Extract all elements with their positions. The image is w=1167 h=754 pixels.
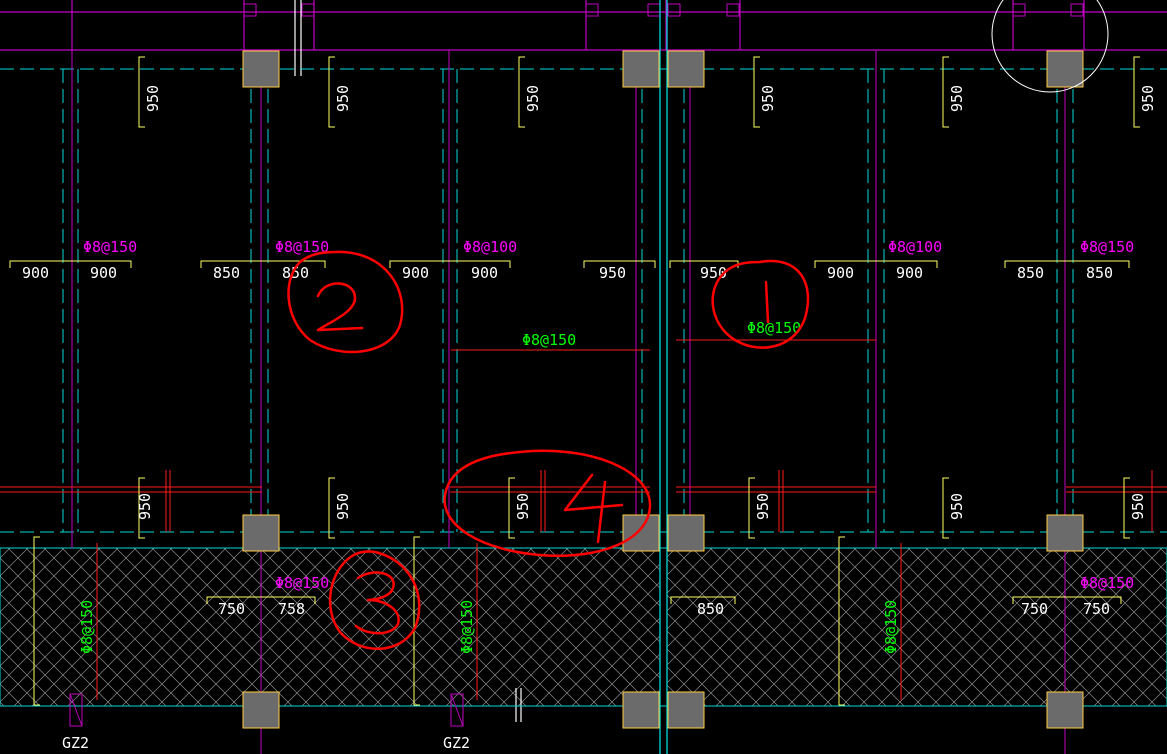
dim-text: 900: [90, 264, 117, 282]
markup-number-2: [316, 282, 364, 332]
dim-text: 950: [948, 85, 966, 112]
dim-text: 900: [471, 264, 498, 282]
column: [667, 514, 705, 552]
slab-rebar-label: Φ8@150: [522, 331, 576, 349]
dim-text: 900: [827, 264, 854, 282]
markup-number-2-text: 2: [0, 0, 1, 1]
center-joint-lines: [659, 0, 668, 754]
dim-text: 850: [282, 264, 309, 282]
column: [1046, 691, 1084, 729]
column-tag: GZ2: [62, 734, 89, 752]
column: [667, 50, 705, 88]
column: [667, 691, 705, 729]
constructional-column-gz2[interactable]: [69, 693, 464, 727]
rebar-label: Φ8@100: [888, 238, 942, 256]
markup-number-1: [764, 280, 770, 324]
selection-circle: [991, 0, 1109, 93]
top-wall-small-boxes: [243, 3, 1084, 17]
concrete-columns[interactable]: [242, 50, 1084, 729]
dim-text: 758: [278, 600, 305, 618]
dimension-brackets: [9, 56, 1140, 706]
markup-number-3-text: 3: [0, 0, 1, 1]
rebar-label: Φ8@150: [882, 600, 900, 654]
slab-rebar-label: Φ8@150: [747, 319, 801, 337]
column: [622, 691, 660, 729]
rebar-lines: [0, 339, 1167, 700]
markup-circle-1: [711, 259, 810, 349]
markup-annotations: [287, 250, 810, 650]
dim-text: 950: [599, 264, 626, 282]
dim-text: 900: [896, 264, 923, 282]
dim-text: 950: [334, 85, 352, 112]
dim-text: 950: [144, 85, 162, 112]
column: [1046, 50, 1084, 88]
dim-text: 950: [1139, 85, 1157, 112]
column: [242, 691, 280, 729]
lower-dimension-texts: 750 758 850 750 750: [218, 600, 1110, 618]
column: [622, 514, 660, 552]
column: [242, 50, 280, 88]
dim-text: 950: [948, 493, 966, 520]
middle-dimension-texts: 900 900 850 850 900 900 950 950 900 900 …: [22, 264, 1113, 282]
vertical-beam-lines: [71, 50, 1066, 754]
markup-number-texts: 1 2 3 4: [0, 0, 1, 1]
column-tag: GZ2: [443, 734, 470, 752]
rebar-label: Φ8@150: [275, 574, 329, 592]
dim-text: 850: [697, 600, 724, 618]
hatched-slab-band: [0, 547, 1167, 707]
markup-number-4: [563, 473, 624, 544]
dim-text: 950: [514, 493, 532, 520]
rebar-label: Φ8@150: [458, 600, 476, 654]
markup-circle-2: [287, 250, 404, 354]
dim-text: 950: [524, 85, 542, 112]
middle-rebar-labels: Φ8@150 Φ8@150 Φ8@100 Φ8@100 Φ8@150: [83, 238, 1134, 256]
rebar-label: Φ8@150: [275, 238, 329, 256]
pipe-marks: [294, 0, 522, 722]
markup-numbers: [316, 280, 770, 635]
dim-text: 950: [1129, 493, 1147, 520]
column: [1046, 514, 1084, 552]
dim-text: 850: [1017, 264, 1044, 282]
column: [242, 514, 280, 552]
column: [622, 50, 660, 88]
markup-circle-4: [443, 449, 652, 557]
vertical-axis-lines: [62, 69, 1074, 532]
rebar-label: Φ8@150: [1080, 238, 1134, 256]
dim-text: 750: [1021, 600, 1048, 618]
rebar-label: Φ8@150: [1080, 574, 1134, 592]
dim-text: 950: [136, 493, 154, 520]
vertical-rebar-labels: Φ8@150 Φ8@150 Φ8@150: [78, 600, 900, 654]
bottom-dimension-texts: 950 950 950 950 950 950: [136, 493, 1147, 520]
rebar-label: Φ8@150: [78, 600, 96, 654]
dim-text: 750: [218, 600, 245, 618]
top-wall-lines: [0, 0, 1167, 51]
dim-text: 900: [22, 264, 49, 282]
markup-number-4-text: 4: [0, 0, 1, 1]
markup-number-1-text: 1: [0, 0, 1, 1]
dim-text: 750: [1083, 600, 1110, 618]
markup-circle-3: [328, 550, 421, 650]
dim-text: 900: [402, 264, 429, 282]
rebar-label: Φ8@150: [83, 238, 137, 256]
dim-text: 850: [1086, 264, 1113, 282]
dim-text: 850: [213, 264, 240, 282]
dim-text: 950: [334, 493, 352, 520]
top-dimension-texts: 950 950 950 950 950 950: [144, 85, 1157, 112]
horizontal-axis-lines: [0, 68, 1167, 707]
markup-number-3: [354, 571, 400, 635]
dim-text: 950: [759, 85, 777, 112]
dim-text: 950: [754, 493, 772, 520]
rebar-label: Φ8@100: [463, 238, 517, 256]
